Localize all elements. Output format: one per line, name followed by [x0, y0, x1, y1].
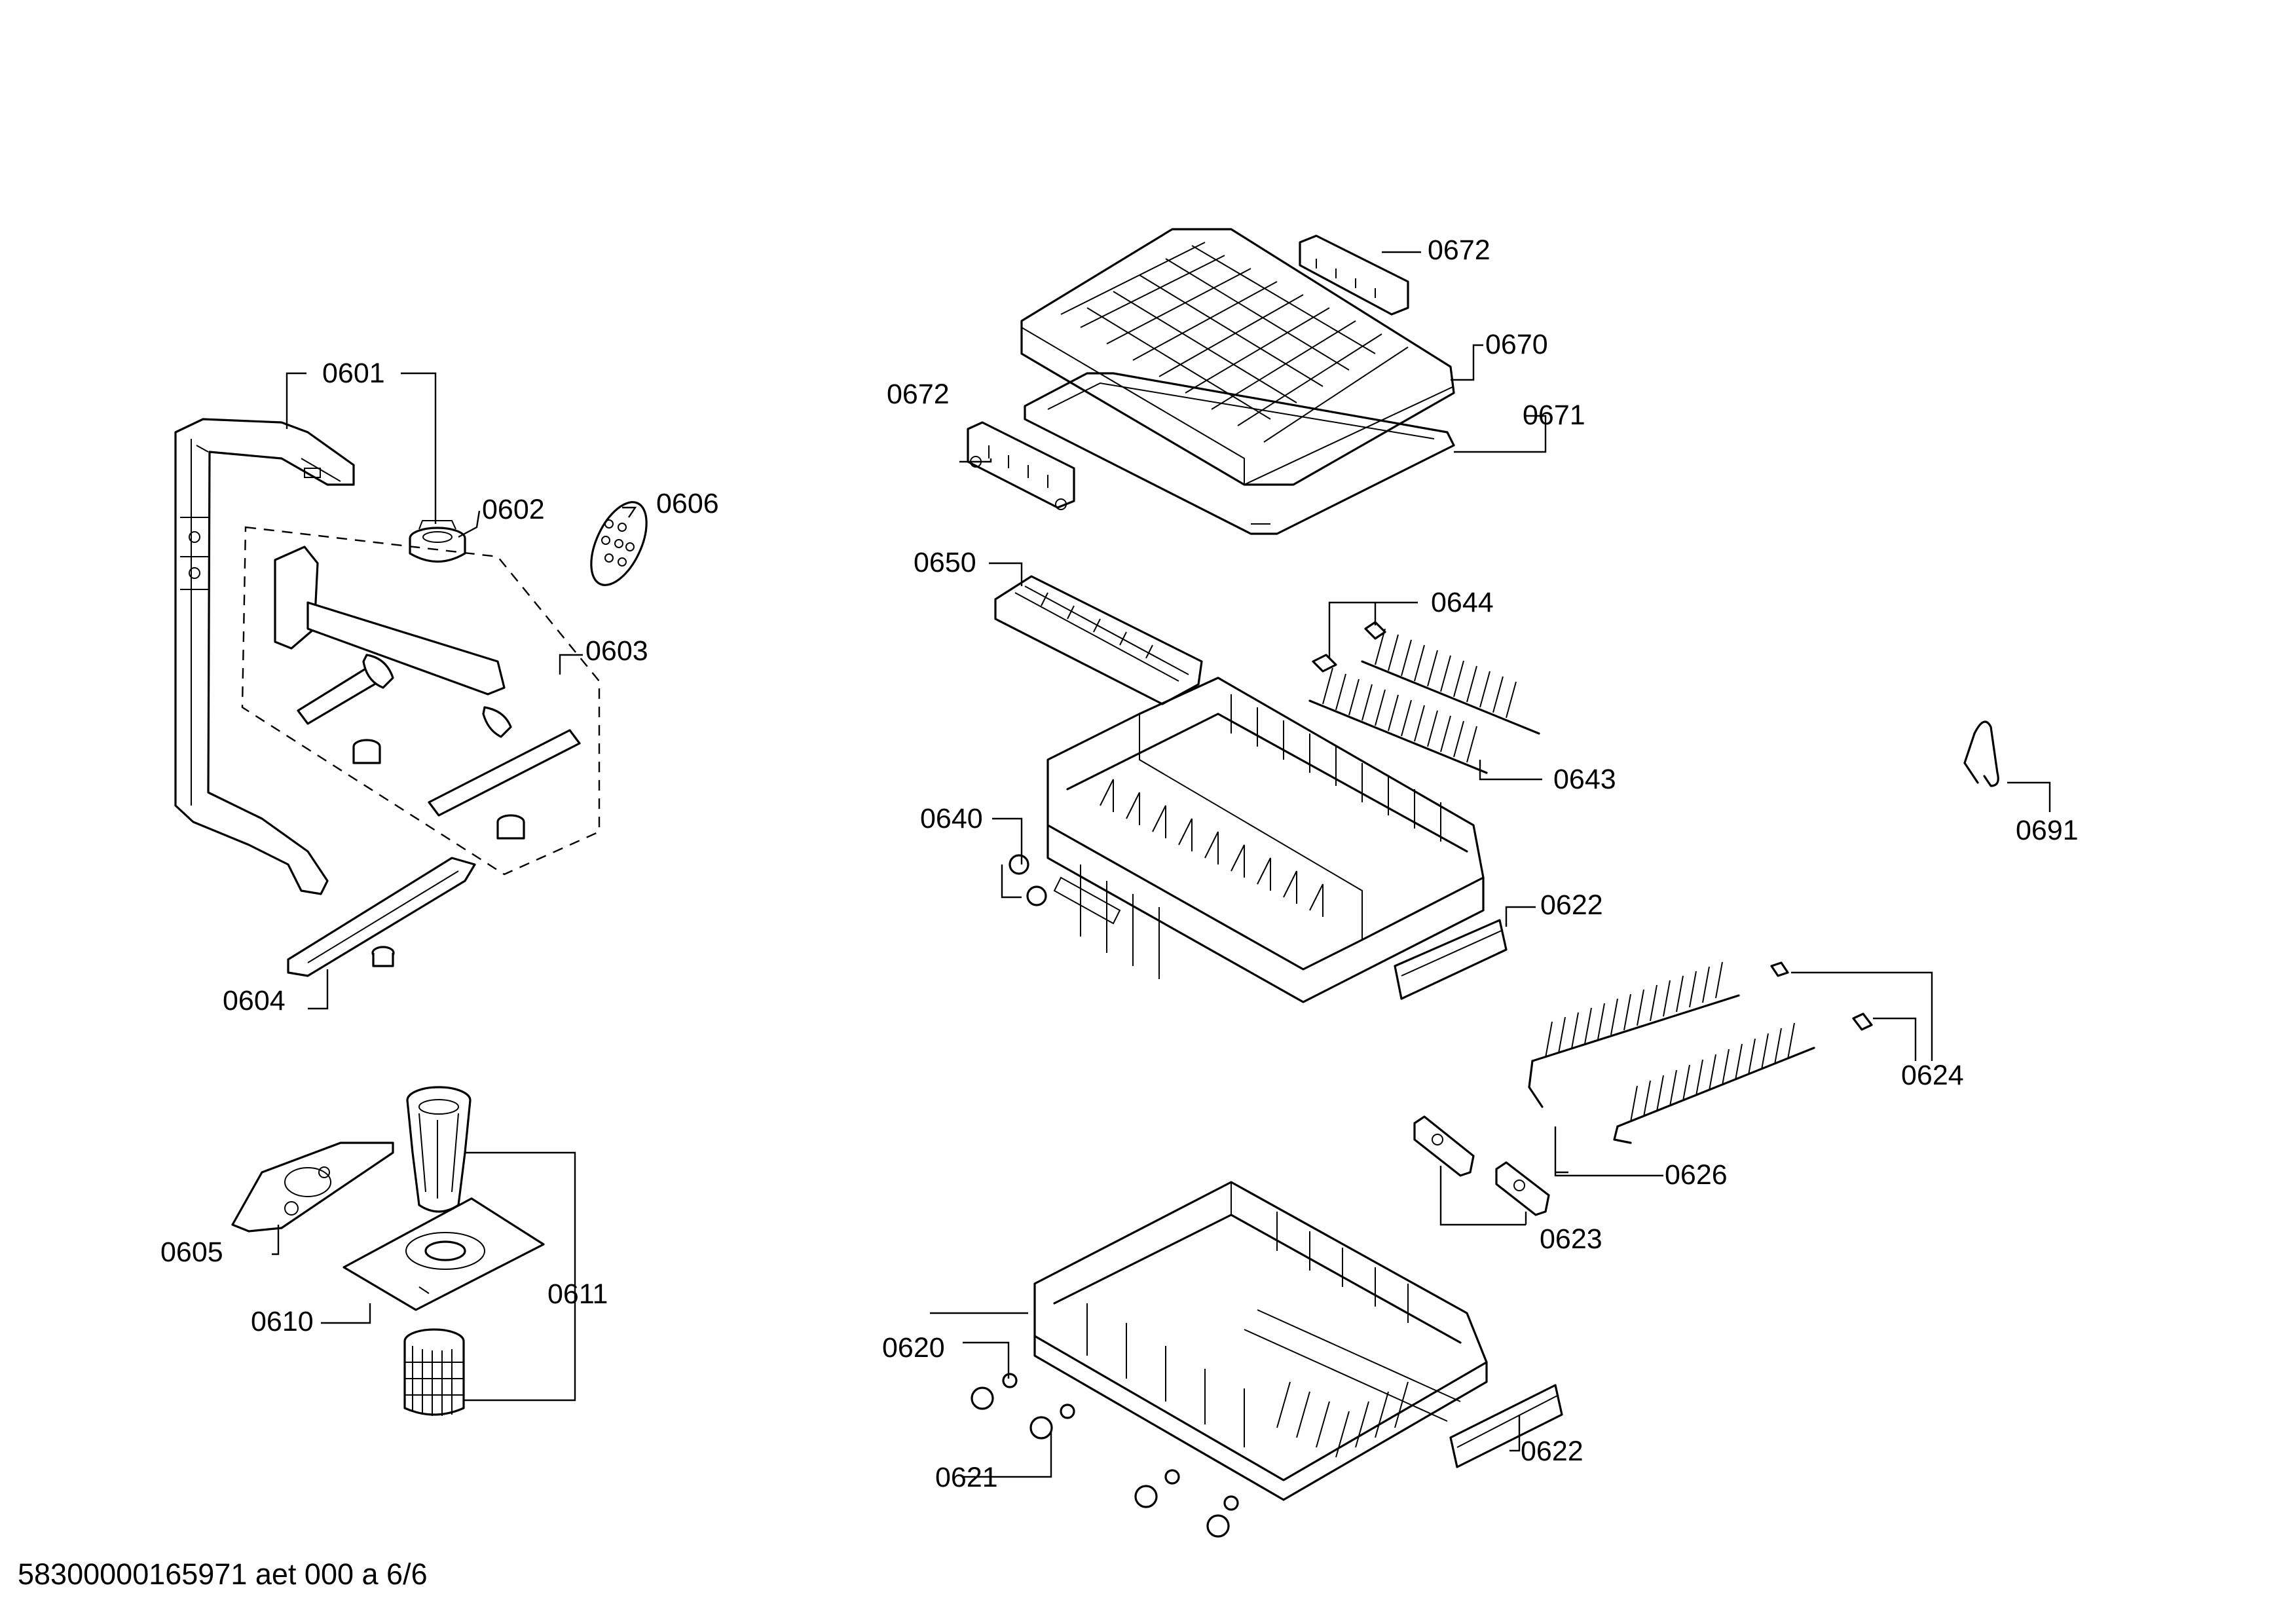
label-0626: 0626 — [1665, 1159, 1728, 1191]
filter-0611-bottom — [403, 1328, 465, 1416]
label-0691: 0691 — [2016, 815, 2079, 846]
plate-0610 — [343, 1197, 545, 1311]
label-0650: 0650 — [914, 547, 976, 578]
label-0622-upper: 0622 — [1540, 889, 1603, 921]
handle-0622-upper — [1394, 919, 1508, 1000]
tine-rack-0643 — [1308, 628, 1540, 774]
leader-lines — [272, 251, 2051, 1478]
insert-0650 — [994, 575, 1203, 705]
label-0624: 0624 — [1901, 1060, 1964, 1091]
label-0672-right: 0672 — [1428, 234, 1491, 266]
label-0670: 0670 — [1485, 329, 1548, 360]
label-0621: 0621 — [935, 1462, 998, 1493]
part-0605 — [231, 1142, 394, 1233]
nut-0602 — [409, 520, 466, 563]
upper-spray-arm-0603 — [241, 526, 601, 876]
label-0610: 0610 — [251, 1306, 314, 1337]
label-0640: 0640 — [920, 803, 983, 834]
label-0605: 0605 — [160, 1236, 223, 1268]
label-0623: 0623 — [1540, 1223, 1602, 1255]
lower-spray-arm-0604 — [287, 857, 476, 977]
label-0606: 0606 — [656, 488, 719, 519]
label-0620: 0620 — [882, 1332, 945, 1364]
tray-rail-0672-right — [1299, 234, 1409, 316]
label-0604: 0604 — [223, 985, 286, 1016]
tray-frame-0671 — [1024, 372, 1455, 535]
filter-0611-top — [406, 1086, 472, 1213]
handle-0622-lower — [1449, 1384, 1563, 1468]
cutlery-tray-0670 — [1020, 228, 1455, 486]
label-0611: 0611 — [547, 1278, 608, 1310]
clip-0644 — [1312, 621, 1386, 673]
document-id-footer: 58300000165971 aet 000 a 6/6 — [18, 1557, 428, 1591]
label-0671: 0671 — [1523, 400, 1585, 431]
supply-pipe-0601 — [174, 418, 355, 895]
disc-0606 — [590, 501, 648, 586]
tine-rows-0626 — [1528, 961, 1815, 1144]
label-0603: 0603 — [585, 635, 648, 667]
label-0644: 0644 — [1431, 587, 1494, 618]
lower-basket-0620 — [971, 1181, 1488, 1538]
label-0622-lower: 0622 — [1521, 1436, 1583, 1467]
clips-0624 — [1770, 961, 1873, 1031]
part-number-labels: 0601 0602 0603 0604 0605 0606 0610 0611 … — [160, 234, 2079, 1493]
label-0643: 0643 — [1553, 764, 1616, 795]
label-0602: 0602 — [482, 494, 545, 525]
label-0601: 0601 — [322, 358, 385, 389]
label-0672-left: 0672 — [887, 379, 950, 410]
upper-basket-0640 — [1009, 677, 1485, 1003]
part-0691 — [1963, 720, 1999, 787]
holders-0623 — [1413, 1115, 1550, 1216]
